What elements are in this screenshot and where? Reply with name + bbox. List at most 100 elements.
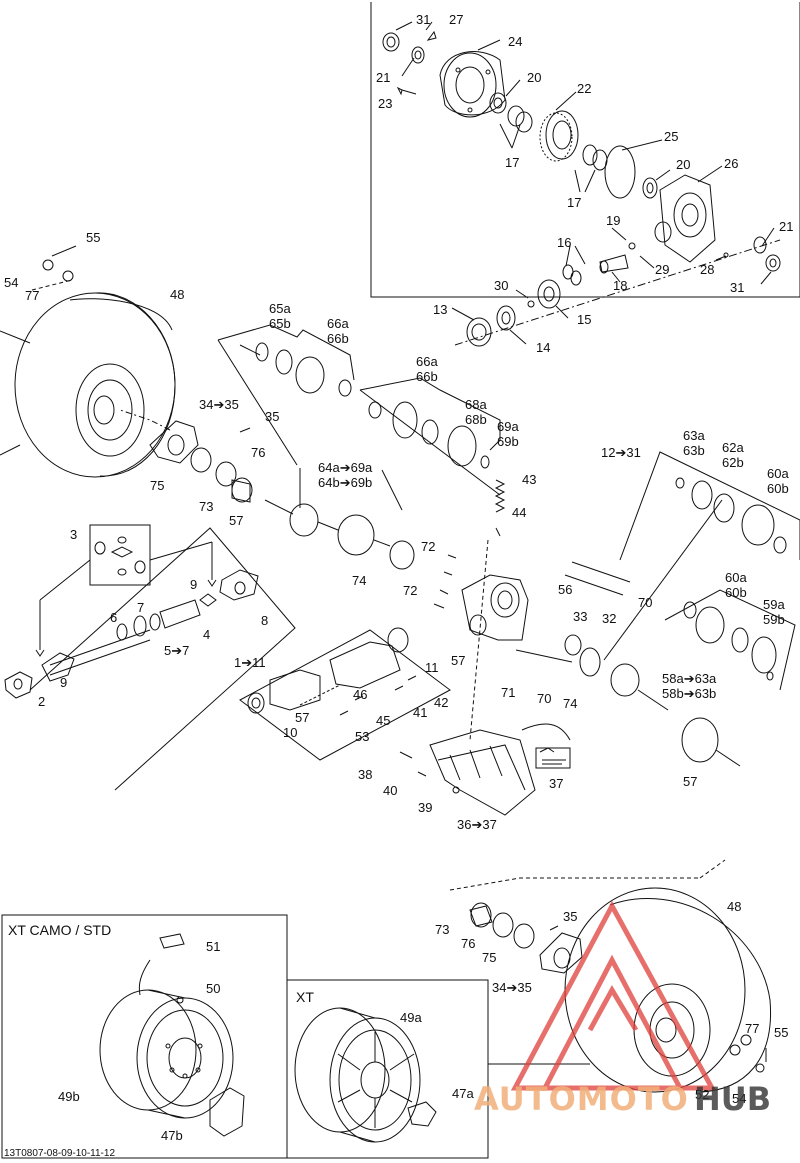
callout-18: 18: [613, 278, 628, 293]
differential-inset-frame: [370, 2, 800, 298]
callout-11: 11: [425, 660, 439, 675]
callout-68a: 68a: [465, 397, 487, 412]
callout-44: 44: [512, 505, 527, 520]
callout-66a-lower: 66a: [416, 354, 438, 369]
callout-60b-lower: 60b: [725, 585, 747, 600]
callout-70-lower: 70: [537, 691, 552, 706]
callout-49b: 49b: [58, 1089, 80, 1104]
callout-54-left: 54: [4, 275, 19, 290]
callout-17-b: 17: [567, 195, 582, 210]
callout-39: 39: [418, 800, 433, 815]
callout-60a-upper: 60a: [767, 466, 789, 481]
callout-49a: 49a: [400, 1010, 422, 1025]
callout-59b: 59b: [763, 612, 785, 627]
callout-35-upper: 35: [265, 409, 280, 424]
callout-66b-lower: 66b: [416, 369, 438, 384]
callout-58a-63a: 58a➔63a: [662, 671, 717, 686]
callout-4: 4: [203, 627, 211, 642]
callout-32: 32: [602, 611, 617, 626]
callout-36-37: 36➔37: [457, 817, 497, 832]
callout-75-upper: 75: [150, 478, 165, 493]
skid-plate: [399, 723, 571, 816]
callout-50: 50: [206, 981, 221, 996]
callout-31-top: 31: [416, 12, 431, 27]
watermark-logo: [510, 900, 717, 1091]
spring-pin: [469, 479, 506, 741]
callout-12-31: 12➔31: [601, 445, 641, 460]
watermark-text-hub: HUB: [694, 1080, 772, 1118]
callout-72-lower: 72: [403, 583, 418, 598]
callout-21-top: 21: [376, 70, 391, 85]
upper-cv-shaft: [217, 324, 501, 570]
callout-74-upper: 74: [352, 573, 367, 588]
callout-54-right: 54: [732, 1091, 747, 1106]
callout-19: 19: [606, 213, 621, 228]
callout-14: 14: [536, 340, 551, 355]
callout-20-mid: 20: [676, 157, 691, 172]
callout-55-right: 55: [774, 1025, 789, 1040]
callout-38: 38: [358, 767, 373, 782]
callout-59a: 59a: [763, 597, 785, 612]
callout-41: 41: [413, 705, 428, 720]
callout-77-right: 77: [745, 1021, 760, 1036]
callout-35-lower: 35: [563, 909, 578, 924]
callout-34-35-upper: 34➔35: [199, 397, 239, 412]
callout-63b: 63b: [683, 443, 705, 458]
callout-23: 23: [378, 96, 393, 111]
callout-73-upper: 73: [199, 499, 214, 514]
callout-57-upper: 57: [229, 513, 244, 528]
callout-66b-upper: 66b: [327, 331, 349, 346]
callout-69b: 69b: [497, 434, 519, 449]
callout-48-right: 48: [727, 899, 742, 914]
callout-45: 45: [376, 713, 391, 728]
callout-70-upper: 70: [638, 595, 653, 610]
callout-3: 3: [70, 527, 78, 542]
xt-title: XT: [296, 989, 314, 1005]
xt-frame: [287, 979, 489, 1159]
callout-73-lower: 73: [435, 922, 450, 937]
callout-42: 42: [434, 695, 449, 710]
callout-46: 46: [353, 687, 368, 702]
xt-camo-std-title: XT CAMO / STD: [8, 922, 112, 938]
callout-29: 29: [655, 262, 670, 277]
callout-21-right: 21: [779, 219, 794, 234]
callout-58b-63b: 58b➔63b: [662, 686, 717, 701]
callout-17-a: 17: [505, 155, 520, 170]
callout-76-upper: 76: [251, 445, 266, 460]
callout-22: 22: [577, 81, 592, 96]
callout-2: 2: [38, 694, 46, 709]
callout-40: 40: [383, 783, 398, 798]
callout-57-center: 57: [451, 653, 466, 668]
callout-47a: 47a: [452, 1086, 474, 1101]
callout-75-lower: 75: [482, 950, 497, 965]
callout-64a-69a: 64a➔69a: [318, 460, 373, 475]
callout-31-right: 31: [730, 280, 745, 295]
callout-26: 26: [724, 156, 739, 171]
right-wheel-assembly: [449, 859, 772, 1093]
callout-27: 27: [449, 12, 464, 27]
callout-71: 71: [501, 685, 516, 700]
callout-6: 6: [110, 610, 118, 625]
callout-9-upper: 9: [190, 577, 198, 592]
diagram-code: 13T0807-08-09-10-11-12: [4, 1148, 116, 1159]
callout-62a: 62a: [722, 440, 744, 455]
callout-47b: 47b: [161, 1128, 183, 1143]
callout-77-left: 77: [25, 288, 40, 303]
steel-rim: [99, 933, 245, 1137]
callout-13: 13: [433, 302, 448, 317]
callout-48-left: 48: [170, 287, 185, 302]
callout-69a: 69a: [497, 419, 519, 434]
watermark-text-automoto: AUTOMOTO: [474, 1080, 689, 1118]
differential-leaders: [395, 21, 775, 345]
callout-16: 16: [557, 235, 572, 250]
callout-72-upper: 72: [421, 539, 436, 554]
callout-28: 28: [700, 262, 715, 277]
callout-52: 52: [695, 1087, 710, 1102]
callout-37: 37: [549, 776, 564, 791]
callout-74-lower: 74: [563, 696, 578, 711]
callout-53: 53: [355, 729, 370, 744]
callout-15: 15: [577, 312, 592, 327]
left-wheel-assembly: [0, 245, 253, 503]
gearbox-housing: [433, 554, 631, 677]
